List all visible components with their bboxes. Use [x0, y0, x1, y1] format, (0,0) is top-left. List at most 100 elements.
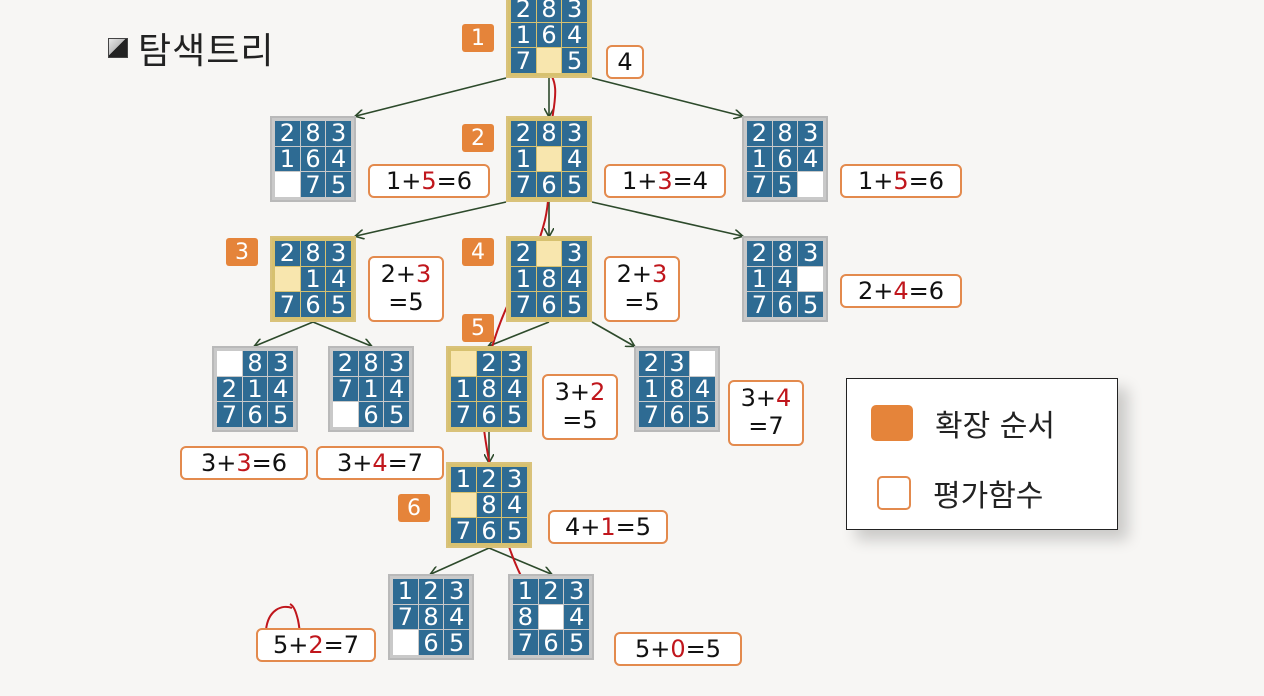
puzzle-tile: 3	[326, 121, 351, 146]
puzzle-tile: 8	[536, 0, 562, 22]
puzzle-tile: 1	[393, 579, 418, 604]
edge-n4-n5	[489, 321, 550, 346]
puzzle-tile: 6	[476, 518, 502, 543]
legend-eval-label: 평가함수	[933, 479, 1044, 514]
blank-tile	[275, 266, 300, 292]
blank-tile	[536, 48, 562, 73]
puzzle-tile: 5	[562, 48, 587, 73]
evaluation-box: 3+3=6	[180, 446, 308, 480]
puzzle-tile: 3	[562, 241, 587, 266]
puzzle-tile: 6	[300, 292, 326, 317]
puzzle-tile: 4	[564, 604, 589, 630]
evaluation-box: 2+3=5	[368, 256, 444, 322]
eval-expression: 2+4=6	[857, 277, 945, 305]
puzzle-tile: 1	[511, 146, 536, 172]
blank-tile	[798, 172, 823, 197]
eval-expression: 2+3	[380, 260, 432, 289]
puzzle-tile: 7	[513, 630, 538, 655]
puzzle-tile: 1	[639, 376, 664, 402]
puzzle-tile: 1	[511, 22, 536, 48]
puzzle-tile: 6	[358, 402, 384, 427]
puzzle-tile: 1	[358, 376, 384, 402]
puzzle-tile: 7	[300, 172, 326, 197]
puzzle-tile: 1	[513, 579, 538, 604]
puzzle-tile: 5	[562, 292, 587, 317]
puzzle-tile: 4	[562, 146, 587, 172]
title-bullet-icon	[108, 38, 128, 58]
puzzle-tile: 4	[798, 146, 823, 172]
puzzle-tile: 1	[242, 376, 268, 402]
eval-expression: 1+5=6	[857, 167, 945, 195]
puzzle-tile: 8	[536, 266, 562, 292]
puzzle-tile: 3	[444, 579, 469, 604]
puzzle-tile: 2	[476, 467, 502, 492]
puzzle-tile: 2	[747, 121, 772, 146]
puzzle-tile: 4	[690, 376, 715, 402]
puzzle-tile: 3	[562, 121, 587, 146]
eval-result: =5	[562, 406, 598, 434]
puzzle-tile: 4	[502, 492, 527, 518]
puzzle-tile: 5	[798, 292, 823, 317]
heuristic-value: 3	[416, 260, 432, 289]
evaluation-box: 3+2=5	[542, 374, 618, 440]
puzzle-tile: 4	[562, 22, 587, 48]
evaluation-box: 1+5=6	[368, 164, 490, 198]
puzzle-tile: 7	[511, 172, 536, 197]
blank-tile	[538, 604, 564, 630]
puzzle-tile: 1	[275, 146, 300, 172]
puzzle-tile: 2	[217, 376, 242, 402]
blank-tile	[275, 172, 300, 197]
edge-n4-n5b	[591, 321, 634, 346]
puzzle-tile: 4	[772, 266, 798, 292]
puzzle-tile: 4	[326, 146, 351, 172]
blank-tile	[690, 351, 715, 376]
puzzle-tile: 8	[513, 604, 538, 630]
puzzle-tile: 6	[536, 22, 562, 48]
puzzle-tile: 7	[333, 376, 358, 402]
puzzle-tile: 1	[451, 376, 476, 402]
puzzle-tile: 4	[326, 266, 351, 292]
evaluation-box: 2+3=5	[604, 256, 680, 322]
puzzle-tile: 5	[562, 172, 587, 197]
evaluation-box: 5+0=5	[614, 632, 742, 666]
edge-n1-n2a	[356, 77, 507, 116]
puzzle-tile: 3	[268, 351, 293, 376]
eval-result: =4	[672, 167, 709, 195]
expansion-order-badge: 1	[462, 24, 494, 52]
heuristic-value: 0	[670, 635, 686, 663]
puzzle-tile: 7	[639, 402, 664, 427]
puzzle-tile: 1	[747, 146, 772, 172]
edge-n6-n7b	[488, 547, 551, 574]
puzzle-tile: 4	[268, 376, 293, 402]
eval-expression: 2+3	[616, 260, 668, 289]
eval-result: =6	[436, 167, 473, 195]
puzzle-tile: 6	[536, 292, 562, 317]
heuristic-value: 4	[776, 384, 792, 413]
blank-tile	[333, 402, 358, 427]
puzzle-tile: 5	[444, 630, 469, 655]
puzzle-tile: 3	[798, 121, 823, 146]
puzzle-tile: 5	[564, 630, 589, 655]
blank-tile	[217, 351, 242, 376]
puzzle-tile: 2	[418, 579, 444, 604]
eval-expression: 1+3=4	[621, 167, 709, 195]
eval-expression: 3+4	[740, 384, 792, 413]
puzzle-tile: 3	[564, 579, 589, 604]
eval-expression: 3+4=7	[336, 449, 424, 477]
puzzle-tile: 2	[538, 579, 564, 604]
blank-tile	[451, 492, 476, 518]
puzzle-tile: 6	[664, 402, 690, 427]
puzzle-tile: 7	[217, 402, 242, 427]
eval-expression: 5+0=5	[634, 635, 722, 663]
eval-result: =5	[615, 513, 652, 541]
puzzle-tile: 3	[502, 351, 527, 376]
puzzle-tile: 6	[536, 172, 562, 197]
eval-result: =7	[323, 631, 360, 659]
puzzle-tile: 5	[326, 172, 351, 197]
